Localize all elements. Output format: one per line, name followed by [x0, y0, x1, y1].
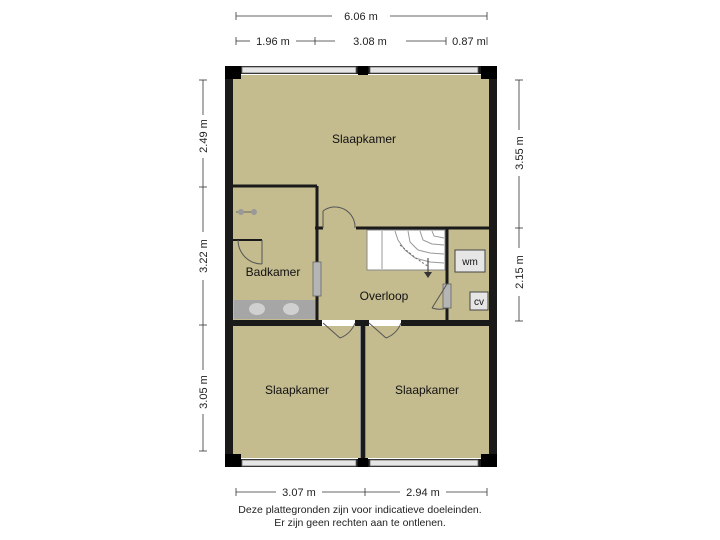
dim-bottom-2: 2.94 m — [406, 487, 440, 499]
label-slaapkamer-left: Slaapkamer — [265, 383, 329, 397]
dim-bottom-1: 3.07 m — [282, 487, 316, 499]
dim-top-1: 1.96 m — [256, 36, 290, 48]
dim-top-2: 3.08 m — [353, 36, 387, 48]
dim-left-3: 3.05 m — [198, 375, 210, 409]
cv-box — [469, 291, 489, 311]
shower-icon — [238, 209, 244, 215]
doors — [237, 206, 448, 339]
disclaimer-line-2: Er zijn geen rechten aan te ontlenen. — [274, 517, 446, 529]
label-overloop: Overloop — [360, 289, 409, 303]
floor-badkamer — [233, 186, 317, 320]
disclaimer-line-1: Deze plattegronden zijn voor indicatieve… — [238, 504, 482, 516]
floor-slaapkamer-right — [366, 326, 489, 458]
dim-top-3: 0.87 m — [452, 36, 486, 48]
floor-areas — [233, 75, 489, 458]
dimension-lines — [199, 12, 523, 496]
dim-left-2: 3.22 m — [198, 239, 210, 273]
label-slaapkamer-top: Slaapkamer — [332, 132, 396, 146]
staircase — [366, 229, 446, 278]
dim-right-2: 2.15 m — [514, 255, 526, 289]
dim-right-1: 3.55 m — [514, 136, 526, 170]
floor-slaapkamer-left — [233, 326, 360, 458]
label-cv: cv — [474, 297, 484, 308]
corner-columns — [225, 66, 497, 467]
dim-left-1: 2.49 m — [198, 119, 210, 153]
bath-fixtures — [234, 209, 316, 319]
label-badkamer: Badkamer — [246, 265, 301, 279]
wm-box — [454, 249, 486, 273]
label-slaapkamer-right: Slaapkamer — [395, 383, 459, 397]
label-wm: wm — [461, 257, 478, 268]
dim-total-width: 6.06 m — [344, 11, 378, 23]
windows — [241, 66, 479, 467]
